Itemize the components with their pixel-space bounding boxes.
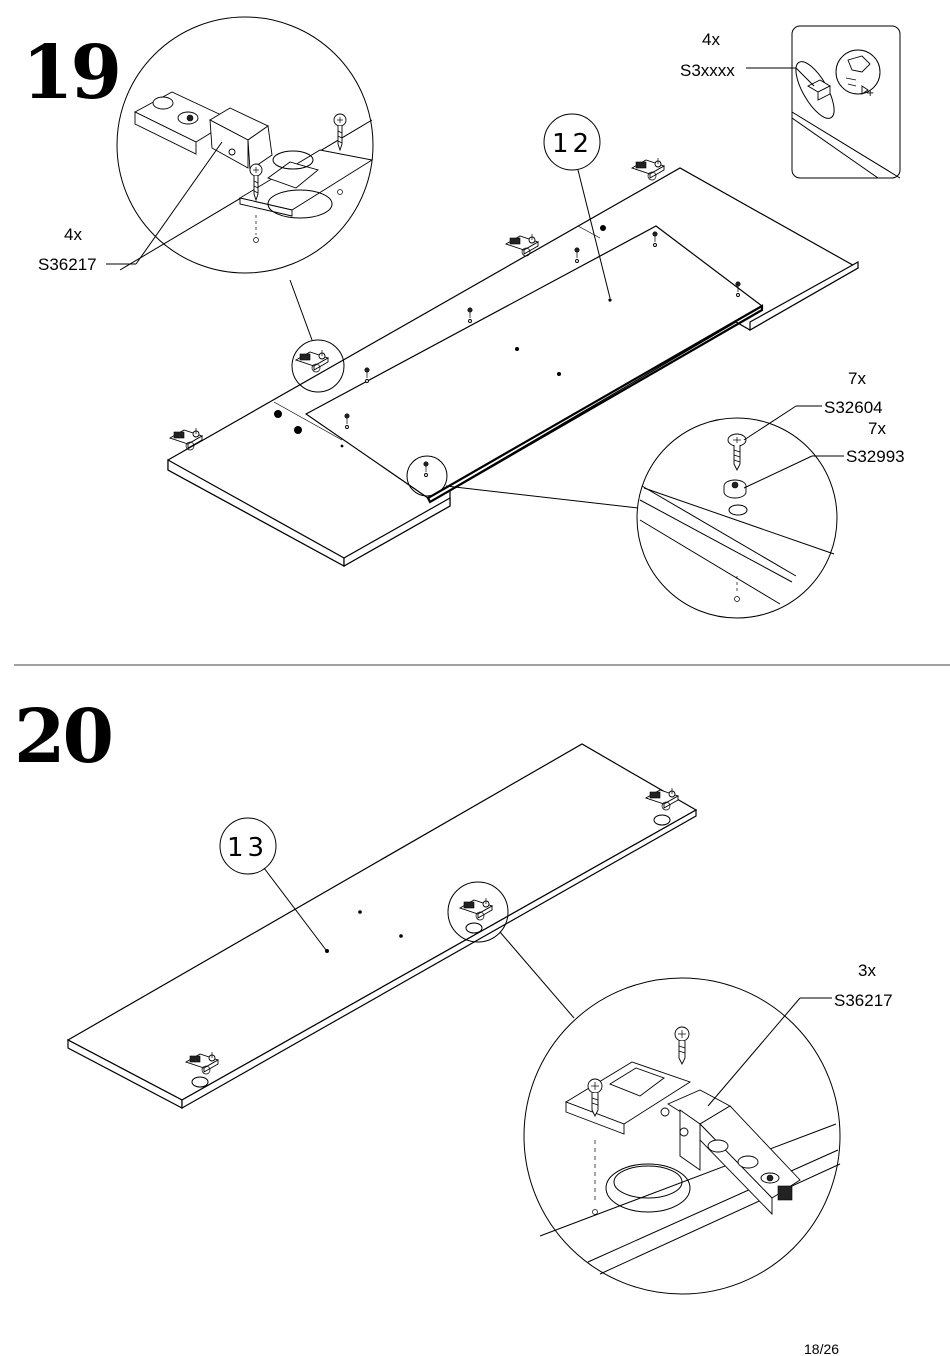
part-label-12: 12 [543,113,611,299]
part-code-label: S36217 [38,255,97,274]
panel-13 [66,743,698,1110]
screw-icon [333,113,347,152]
hinge-detail-circle [523,977,841,1295]
connector-detail-box: + [791,25,901,179]
part-number: 13 [227,833,268,863]
part-code-label: S32993 [846,447,905,466]
step-19: 19 [22,16,905,619]
qty-label: 7x [868,419,886,438]
part-code-label: S36217 [834,991,893,1010]
part-label-13: 13 [219,817,327,951]
qty-label: 4x [702,30,720,49]
step-number: 19 [22,30,119,116]
bottom-panel-assembly [167,157,860,568]
screw-icon [249,163,263,202]
screw-icon [674,1026,690,1066]
part-code-label: S3xxxx [680,61,735,80]
qty-label: 4x [64,225,82,244]
step-20: 20 13 [14,694,893,1295]
qty-label: 3x [858,961,876,980]
cover-cap-icon [723,479,747,499]
screw-icon [587,1078,603,1118]
qty-label: 7x [848,369,866,388]
hinge-detail-circle [116,16,374,274]
page-number: 18/26 [804,1341,839,1356]
screw-icon [727,433,747,472]
screw-detail-circle [636,417,838,619]
part-code-label: S32604 [824,398,883,417]
hinge-illustration [134,91,374,243]
step-number: 20 [14,694,111,780]
plus-icon: + [866,88,874,99]
part-number: 12 [552,129,593,159]
